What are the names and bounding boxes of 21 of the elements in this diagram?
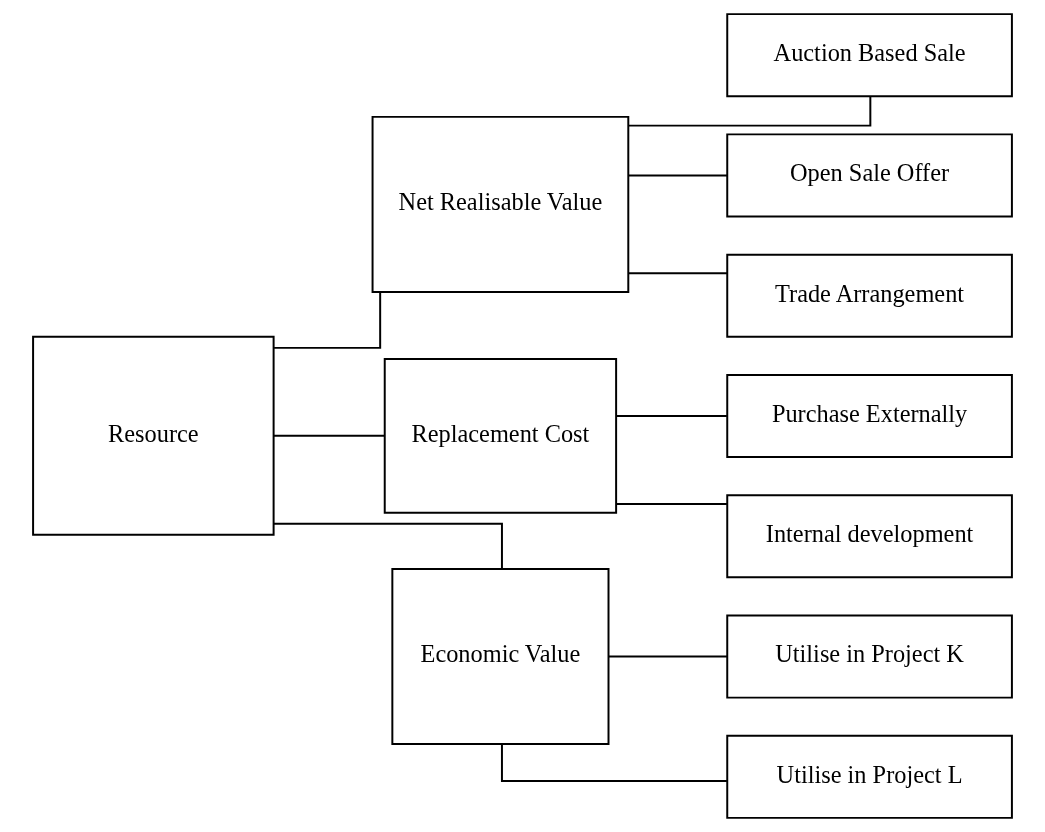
connector <box>273 291 382 349</box>
connector <box>627 272 729 275</box>
node-box: Replacement Cost <box>383 357 618 514</box>
node-box: Trade Arrangement <box>726 253 1013 338</box>
node-box: Utilise in Project K <box>726 614 1013 699</box>
connector <box>272 522 503 570</box>
node-box: Open Sale Offer <box>726 133 1013 218</box>
node-box: Economic Value <box>391 568 610 746</box>
connector <box>627 95 872 127</box>
node-box: Net Realisable Value <box>371 115 630 293</box>
connector <box>615 415 728 417</box>
node-box: Internal development <box>726 494 1013 579</box>
connector <box>615 502 728 505</box>
connector <box>607 655 728 658</box>
connector <box>627 174 729 177</box>
node-box: Auction Based Sale <box>726 13 1013 98</box>
node-box: Purchase Externally <box>726 373 1013 459</box>
node-box: Utilise in Project L <box>726 734 1013 819</box>
node-box: Resource <box>32 335 275 536</box>
connector <box>272 434 386 437</box>
connector <box>500 743 728 782</box>
